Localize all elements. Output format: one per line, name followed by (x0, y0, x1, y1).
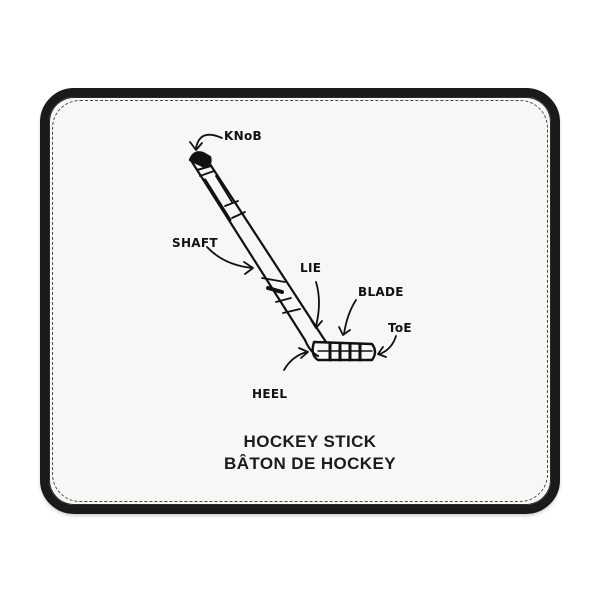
knob-arrow (195, 133, 223, 149)
shaft-arrow (206, 246, 253, 269)
blade-arrow (343, 299, 357, 335)
knob-cap (188, 151, 212, 169)
lie-arrow (315, 281, 320, 327)
label-toe: ToE (388, 321, 412, 335)
blade-shape (311, 340, 377, 362)
caption-english: HOCKEY STICK (243, 432, 377, 451)
label-shaft: SHAFT (172, 236, 218, 250)
label-heel: HEEL (252, 387, 287, 401)
caption-french: BÂTON DE HOCKEY (224, 454, 396, 473)
label-knob: KNoB (224, 129, 262, 143)
heel-arrow (283, 351, 308, 371)
label-blade: BLADE (358, 285, 404, 299)
shaft-outline-right (204, 156, 324, 338)
toe-arrow (379, 335, 397, 355)
label-lie: LIE (300, 261, 321, 275)
